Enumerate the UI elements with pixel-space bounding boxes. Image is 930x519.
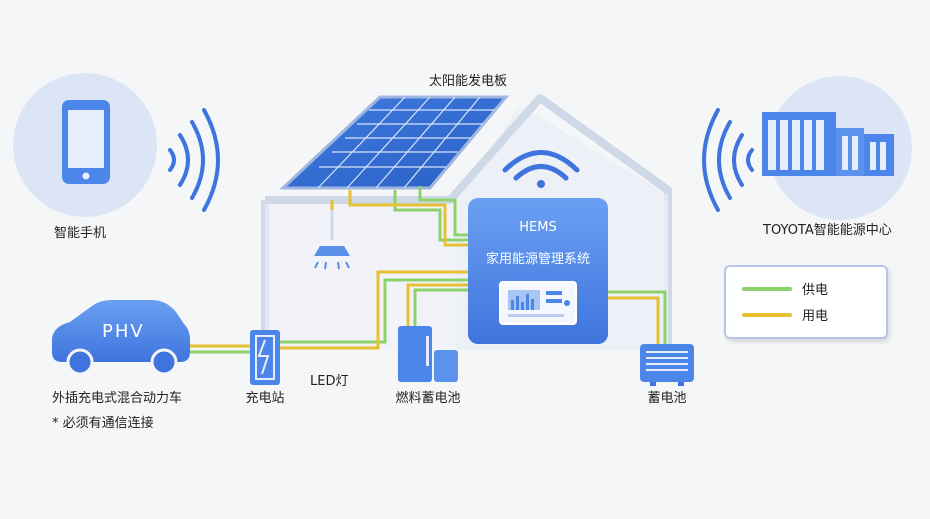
hems-box (468, 198, 608, 344)
monitor-icon (499, 281, 577, 325)
supply-line-swatch (742, 286, 792, 291)
hems-subtitle: 家用能源管理系统 (485, 252, 590, 267)
charging-station-label: 充电站 (245, 391, 285, 406)
charging-station-icon (250, 330, 280, 385)
smartphone-icon (62, 100, 110, 184)
power-lines (190, 186, 667, 354)
battery-icon (640, 344, 694, 386)
smartphone-group (13, 73, 157, 217)
hems-title: HEMS (519, 220, 557, 235)
solar-panel-label: 太阳能发电板 (428, 74, 508, 89)
ceiling-lamp-icon (314, 210, 350, 270)
phv-note: * 必须有通信连接 (52, 416, 154, 431)
wifi-signal-icon (502, 150, 580, 188)
legend-use-label: 用电 (802, 309, 829, 324)
building-icon (762, 112, 894, 176)
legend-supply-label: 供电 (802, 283, 829, 298)
car-icon (52, 300, 190, 376)
legend-supply: 供电 (742, 279, 828, 298)
fuel-cell-label: 燃料蓄电池 (395, 391, 461, 406)
use-line-swatch (742, 312, 792, 317)
phv-badge: PHV (102, 321, 145, 342)
legend-use: 用电 (742, 305, 828, 324)
toyota-center-group (762, 76, 912, 220)
solar-panel-icon (279, 95, 510, 190)
wifi-signal-icon (702, 108, 754, 212)
smartphone-label: 智能手机 (54, 226, 107, 241)
legend: 供电 用电 (724, 265, 888, 339)
toyota-center-label: TOYOTA智能能源中心 (763, 223, 892, 238)
wifi-signal-icon (168, 108, 220, 212)
led-light-label: LED灯 (310, 374, 349, 389)
fuel-cell-icon (398, 326, 458, 382)
battery-label: 蓄电池 (647, 391, 687, 406)
phv-car-label: 外插充电式混合动力车 (52, 391, 183, 406)
